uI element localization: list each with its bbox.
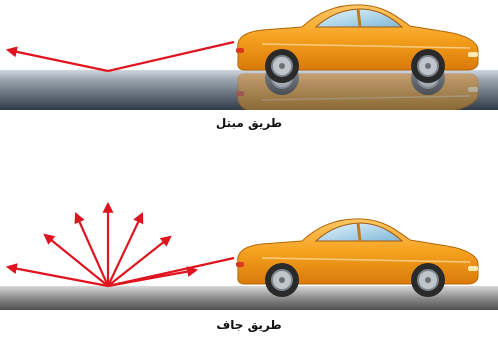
scattered-ray bbox=[76, 214, 108, 286]
scattered-ray bbox=[8, 267, 108, 286]
scattered-ray bbox=[108, 214, 142, 286]
headlight-beam-specular bbox=[8, 42, 234, 71]
scattered-ray bbox=[108, 270, 196, 286]
headlight-beam-diffuse bbox=[8, 204, 234, 286]
reflected-ray bbox=[8, 50, 108, 71]
incident-ray bbox=[108, 42, 234, 71]
dry-road-scene bbox=[0, 200, 498, 310]
wet-road-scene bbox=[0, 0, 498, 110]
car-dry bbox=[236, 219, 478, 297]
dry-road-caption: طريق جاف bbox=[0, 318, 498, 332]
wet-road-caption: طريق مبتل bbox=[0, 116, 498, 130]
wet-road-illustration bbox=[0, 0, 498, 110]
scattered-ray bbox=[45, 235, 108, 286]
dry-road-illustration bbox=[0, 200, 498, 310]
